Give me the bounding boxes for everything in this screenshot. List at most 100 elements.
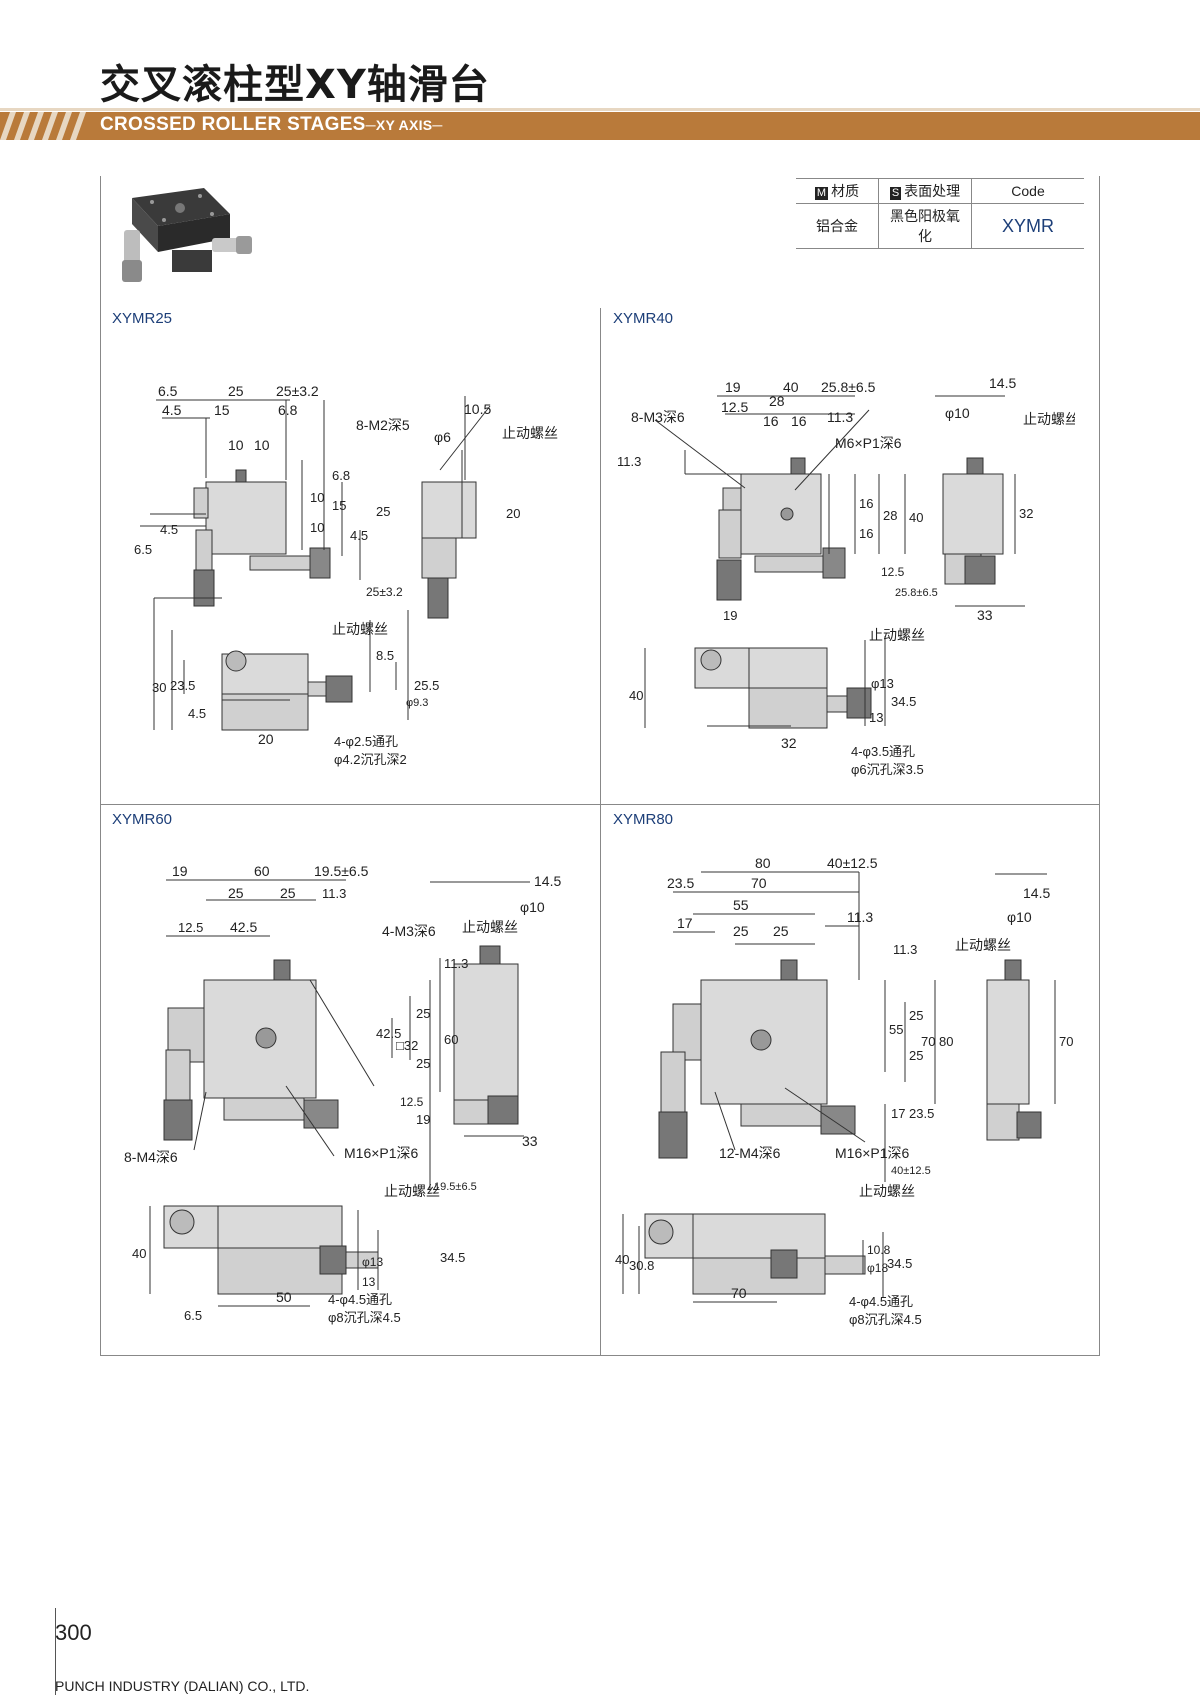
dim: 33 [977,607,993,623]
dim: 6.5 [158,383,178,399]
drawing-xymr25: 6.5 25 25±3.2 4.5 15 6.8 10 10 8-M2深5 10… [134,383,558,767]
dim: 70 [731,1285,747,1301]
dim: 4.5 [350,528,368,543]
drawing-xymr80: 80 40±12.5 23.5 70 14.5 55 17 25 25 11.3… [615,855,1073,1327]
dim: 16 [763,413,779,429]
dim: 40±12.5 [827,855,878,871]
dim: 70 [751,875,767,891]
dim: 50 [276,1289,292,1305]
dim: 25 [773,923,789,939]
dim: 14.5 [989,375,1016,391]
dim: 4.5 [188,706,206,721]
product-photo [122,188,252,282]
dim: 16 [791,413,807,429]
dim: 止动螺丝 [859,1183,915,1199]
dim: 16 [859,526,873,541]
dim: φ4.2沉孔深2 [334,752,407,767]
dim: 11.3 [847,909,873,925]
dim: 6.5 [134,542,152,557]
dim: 25.8±6.5 [895,587,938,599]
dim: 40±12.5 [891,1165,931,1177]
surface-header-text: 表面处理 [904,183,961,199]
dim: 28 [883,508,897,523]
surface-value: 黑色阳极氧化 [878,203,972,249]
dim: 25 [376,504,390,519]
dim: 4-φ4.5通孔 [328,1292,392,1307]
dim: 25.8±6.5 [821,379,876,395]
dim: 14.5 [534,873,561,889]
dim: 止动螺丝 [502,425,558,441]
dim: 80 [755,855,771,871]
page-number: 300 [55,1620,92,1645]
dim: 止动螺丝 [462,919,518,935]
dim: M16×P1深6 [835,1145,910,1161]
dim: φ18 [867,1261,888,1275]
xymr80-dimension-labels: 80 40±12.5 23.5 70 14.5 55 17 25 25 11.3… [615,855,1073,1327]
dim: 25 [280,885,296,901]
center-divider [600,308,601,1356]
dim: φ10 [1007,909,1032,925]
dim: φ8沉孔深4.5 [328,1310,401,1325]
page-title: 交叉滚柱型XY轴滑台 [100,62,490,108]
dim: 60 [444,1032,458,1047]
dim: 10 [310,520,324,535]
dim: 12.5 [400,1095,424,1109]
dim: 19.5±6.5 [314,863,369,879]
dim: 15 [332,498,346,513]
dim: 25.5 [414,678,439,693]
dim: 19 [723,608,737,623]
dim: 止动螺丝 [1023,411,1075,427]
xymr25-dimension-labels: 6.5 25 25±3.2 4.5 15 6.8 10 10 8-M2深5 10… [134,383,558,767]
banner-suffix-text: ─XY AXIS─ [365,117,443,133]
section-banner [0,108,1200,140]
dim: 17 [677,915,693,931]
dim: 4-φ4.5通孔 [849,1294,913,1309]
dim: 40 [783,379,799,395]
dim: 25±3.2 [366,585,403,599]
dim: 40 [132,1246,146,1261]
dim: 19 [416,1112,430,1127]
banner-main-text: CROSSED ROLLER STAGES [100,114,366,135]
banner-label: CROSSED ROLLER STAGES─XY AXIS─ [100,114,443,136]
material-value: 铝合金 [796,203,879,249]
dim: 25 [909,1008,923,1023]
drawing-xymr40: 19 40 25.8±6.5 14.5 8-M3深6 12.5 28 11.3 … [617,375,1075,777]
dim: 80 [939,1034,953,1049]
dim: 15 [214,402,230,418]
dim: 19 [725,379,741,395]
surface-tag: S [889,187,902,200]
dim: 13 [869,710,883,725]
dim: 30.8 [629,1258,654,1273]
dim: φ13 [362,1255,383,1269]
dim: 19.5±6.5 [434,1181,477,1193]
model-label-xymr25: XYMR25 [112,310,173,327]
dim: 19 [172,863,188,879]
dim: 10.5 [464,401,491,417]
dim: 11.3 [444,956,468,971]
dim: 25 [416,1056,430,1071]
dim: 20 [258,731,274,747]
model-label-xymr80: XYMR80 [613,811,674,828]
dim: 25 [909,1048,923,1063]
model-label-xymr40: XYMR40 [613,310,674,327]
dim: 34.5 [887,1256,912,1271]
dim: 14.5 [1023,885,1050,901]
dim: M16×P1深6 [344,1145,419,1161]
dim: φ10 [945,405,970,421]
dim: φ13 [871,676,894,691]
dim: 12.5 [881,565,905,579]
code-value: XYMR [971,203,1084,249]
dim: 11.3 [827,409,853,425]
dim: 70 [921,1034,935,1049]
dim: 12-M4深6 [719,1145,781,1161]
dim: 止动螺丝 [384,1183,440,1199]
dim: 6.8 [332,468,350,483]
drawing-xymr60: 19 60 19.5±6.5 14.5 25 25 11.3 φ10 12.5 … [124,863,561,1325]
dim: φ10 [520,899,545,915]
dim: 13 [362,1275,376,1289]
dim: 止动螺丝 [869,627,925,643]
xymr40-dimension-labels: 19 40 25.8±6.5 14.5 8-M3深6 12.5 28 11.3 … [617,375,1075,777]
dim: 8-M4深6 [124,1149,178,1165]
